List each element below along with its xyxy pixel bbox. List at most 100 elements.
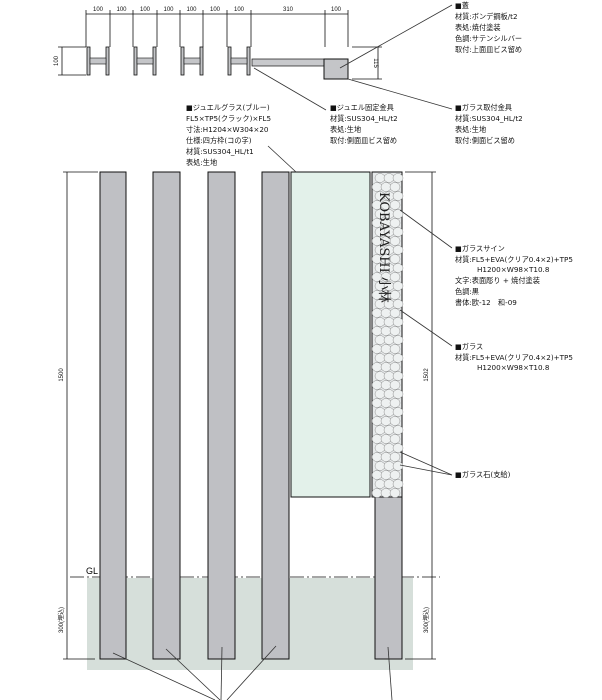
svg-text:取付:側面ビス留め: 取付:側面ビス留め: [455, 136, 515, 145]
glass-stone: [392, 173, 404, 183]
glass-stone: [389, 416, 401, 426]
glass-stone: [374, 443, 386, 453]
glass-stone: [371, 308, 383, 318]
h-column-plan: [227, 46, 251, 76]
glass-stone: [389, 290, 401, 300]
glass-stone: [371, 326, 383, 336]
glass-stone: [392, 461, 404, 471]
glass-stone: [380, 416, 392, 426]
svg-text:■ジュエル固定金具: ■ジュエル固定金具: [330, 103, 394, 112]
glass-stone: [389, 254, 401, 264]
glass-stone: [389, 470, 401, 480]
glass-stone: [392, 281, 404, 291]
glass-stone: [374, 371, 386, 381]
glass-stone: [389, 326, 401, 336]
dim-top-7: 100: [234, 7, 245, 13]
glass-stone: [383, 335, 395, 345]
sign-box-plan: [323, 58, 349, 80]
dim-top-6: 100: [210, 7, 221, 13]
ground-area: [87, 578, 413, 670]
glass-stone: [374, 353, 386, 363]
note-jewel-glass: ■ジュエルグラス(ブルー) FL5×TP5(クラック)×FL5 寸法:H1204…: [186, 103, 271, 167]
glass-stone: [389, 272, 401, 282]
glass-stone: [371, 470, 383, 480]
glass-stone: [383, 389, 395, 399]
glass-stone: [380, 344, 392, 354]
glass-stone: [380, 398, 392, 408]
svg-text:材質:SUS304_HL/t1: 材質:SUS304_HL/t1: [186, 147, 254, 156]
glass-stone: [392, 191, 404, 201]
glass-stone: [383, 461, 395, 471]
svg-text:■ガラスサイン: ■ガラスサイン: [455, 244, 505, 253]
glass-stone: [392, 209, 404, 219]
glass-stone: [392, 263, 404, 273]
glass-stone: [371, 488, 383, 498]
note-glass-stone: ■ガラス石(支給): [455, 470, 511, 479]
glass-stone: [389, 200, 401, 210]
glass-stone: [380, 488, 392, 498]
dim-right-115: 115: [372, 58, 378, 68]
glass-stone: [380, 326, 392, 336]
dim-left-embed: 300(埋込): [57, 607, 65, 633]
svg-text:H1200×W98×T10.8: H1200×W98×T10.8: [477, 265, 550, 274]
glass-stone: [371, 398, 383, 408]
svg-text:材質:ボンデ鋼板/t2: 材質:ボンデ鋼板/t2: [455, 12, 518, 21]
svg-text:色調:サテンシルバー: 色調:サテンシルバー: [455, 34, 522, 43]
dim-top-2: 100: [116, 7, 127, 13]
glass-stone: [389, 452, 401, 462]
elevation-view: GL KOBAYASHI 小林 1500 300(埋込) 1502 300(埋込…: [57, 145, 453, 700]
glass-stone: [374, 425, 386, 435]
svg-text:表処:焼付塗装: 表処:焼付塗装: [455, 23, 501, 32]
glass-stone: [374, 479, 386, 489]
svg-text:材質:FL5+EVA(クリア0.4×2)+TP5: 材質:FL5+EVA(クリア0.4×2)+TP5: [455, 353, 573, 362]
glass-stone: [389, 218, 401, 228]
glass-stone: [389, 362, 401, 372]
svg-text:寸法:H1204×W304×20: 寸法:H1204×W304×20: [186, 125, 269, 134]
svg-text:書体:欧-12 和-09: 書体:欧-12 和-09: [455, 298, 517, 307]
glass-stone: [392, 335, 404, 345]
glass-stone: [392, 479, 404, 489]
svg-text:文字:表面彫り + 焼付塗装: 文字:表面彫り + 焼付塗装: [455, 276, 540, 285]
dim-left-100: 100: [54, 55, 60, 66]
glass-stone: [389, 398, 401, 408]
glass-stone: [383, 479, 395, 489]
glass-stone: [392, 227, 404, 237]
svg-text:材質:SUS304_HL/t2: 材質:SUS304_HL/t2: [455, 114, 523, 123]
glass-stone: [374, 389, 386, 399]
glass-stone: [371, 380, 383, 390]
svg-text:■ガラス取付金具: ■ガラス取付金具: [455, 103, 512, 112]
glass-stone: [371, 362, 383, 372]
glass-stone: [380, 470, 392, 480]
glass-stone: [383, 407, 395, 417]
note-glass-sign: ■ガラスサイン 材質:FL5+EVA(クリア0.4×2)+TP5 H1200×W…: [455, 244, 573, 307]
svg-text:取付:側面皿ビス留め: 取付:側面皿ビス留め: [330, 136, 397, 145]
glass-stone: [389, 380, 401, 390]
dim-top-9: 100: [331, 7, 342, 13]
glass-stone: [392, 407, 404, 417]
glass-stone: [392, 443, 404, 453]
note-glass-fixture: ■ガラス取付金具 材質:SUS304_HL/t2 表処:生地 取付:側面ビス留め: [455, 103, 523, 145]
glass-stone: [380, 380, 392, 390]
dim-right-embed: 300(埋込): [422, 607, 430, 633]
glass-stone: [389, 182, 401, 192]
glass-stone: [389, 488, 401, 498]
note-glass: ■ガラス 材質:FL5+EVA(クリア0.4×2)+TP5 H1200×W98×…: [455, 342, 573, 372]
glass-stone: [374, 461, 386, 471]
post-3: [207, 171, 236, 660]
h-column-plan: [133, 46, 157, 76]
glass-stone: [380, 452, 392, 462]
note-lid: ■蓋 材質:ボンデ鋼板/t2 表処:焼付塗装 色調:サテンシルバー 取付:上面皿…: [455, 1, 522, 54]
dim-right-height: 1502: [424, 368, 430, 382]
glass-stone: [383, 353, 395, 363]
h-column-plan: [86, 46, 110, 76]
svg-text:仕様:四方枠(コの字): 仕様:四方枠(コの字): [186, 136, 252, 145]
glass-stone: [371, 182, 383, 192]
glass-stone: [392, 371, 404, 381]
svg-text:材質:FL5+EVA(クリア0.4×2)+TP5: 材質:FL5+EVA(クリア0.4×2)+TP5: [455, 255, 573, 264]
gl-label: GL: [86, 566, 98, 576]
post-1: [99, 171, 127, 660]
dim-top-4: 100: [163, 7, 174, 13]
jewel-glass-panel: [290, 171, 371, 498]
glass-stone: [380, 434, 392, 444]
